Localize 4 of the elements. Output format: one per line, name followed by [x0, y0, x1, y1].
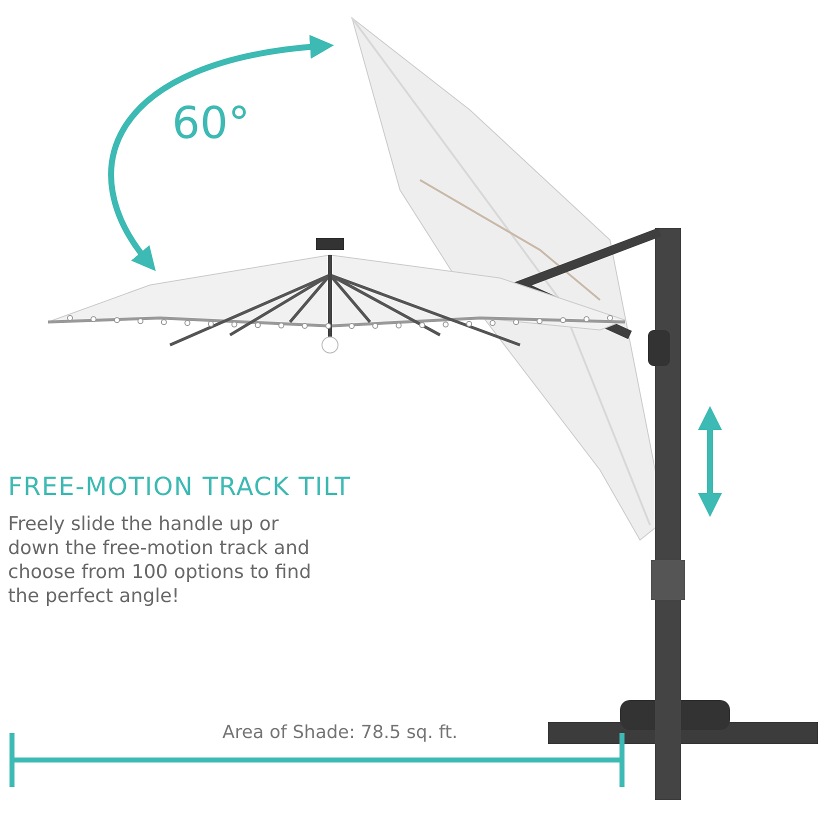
dimension-label: Area of Shade: 78.5 sq. ft.: [221, 722, 459, 744]
description-text: Freely slide the handle up or down the free-motion track and choose from 100 options to find the perfect angle!: [8, 512, 312, 608]
heading: FREE-MOTION TRACK TILT: [8, 472, 352, 501]
angle-label: 60°: [172, 98, 251, 151]
